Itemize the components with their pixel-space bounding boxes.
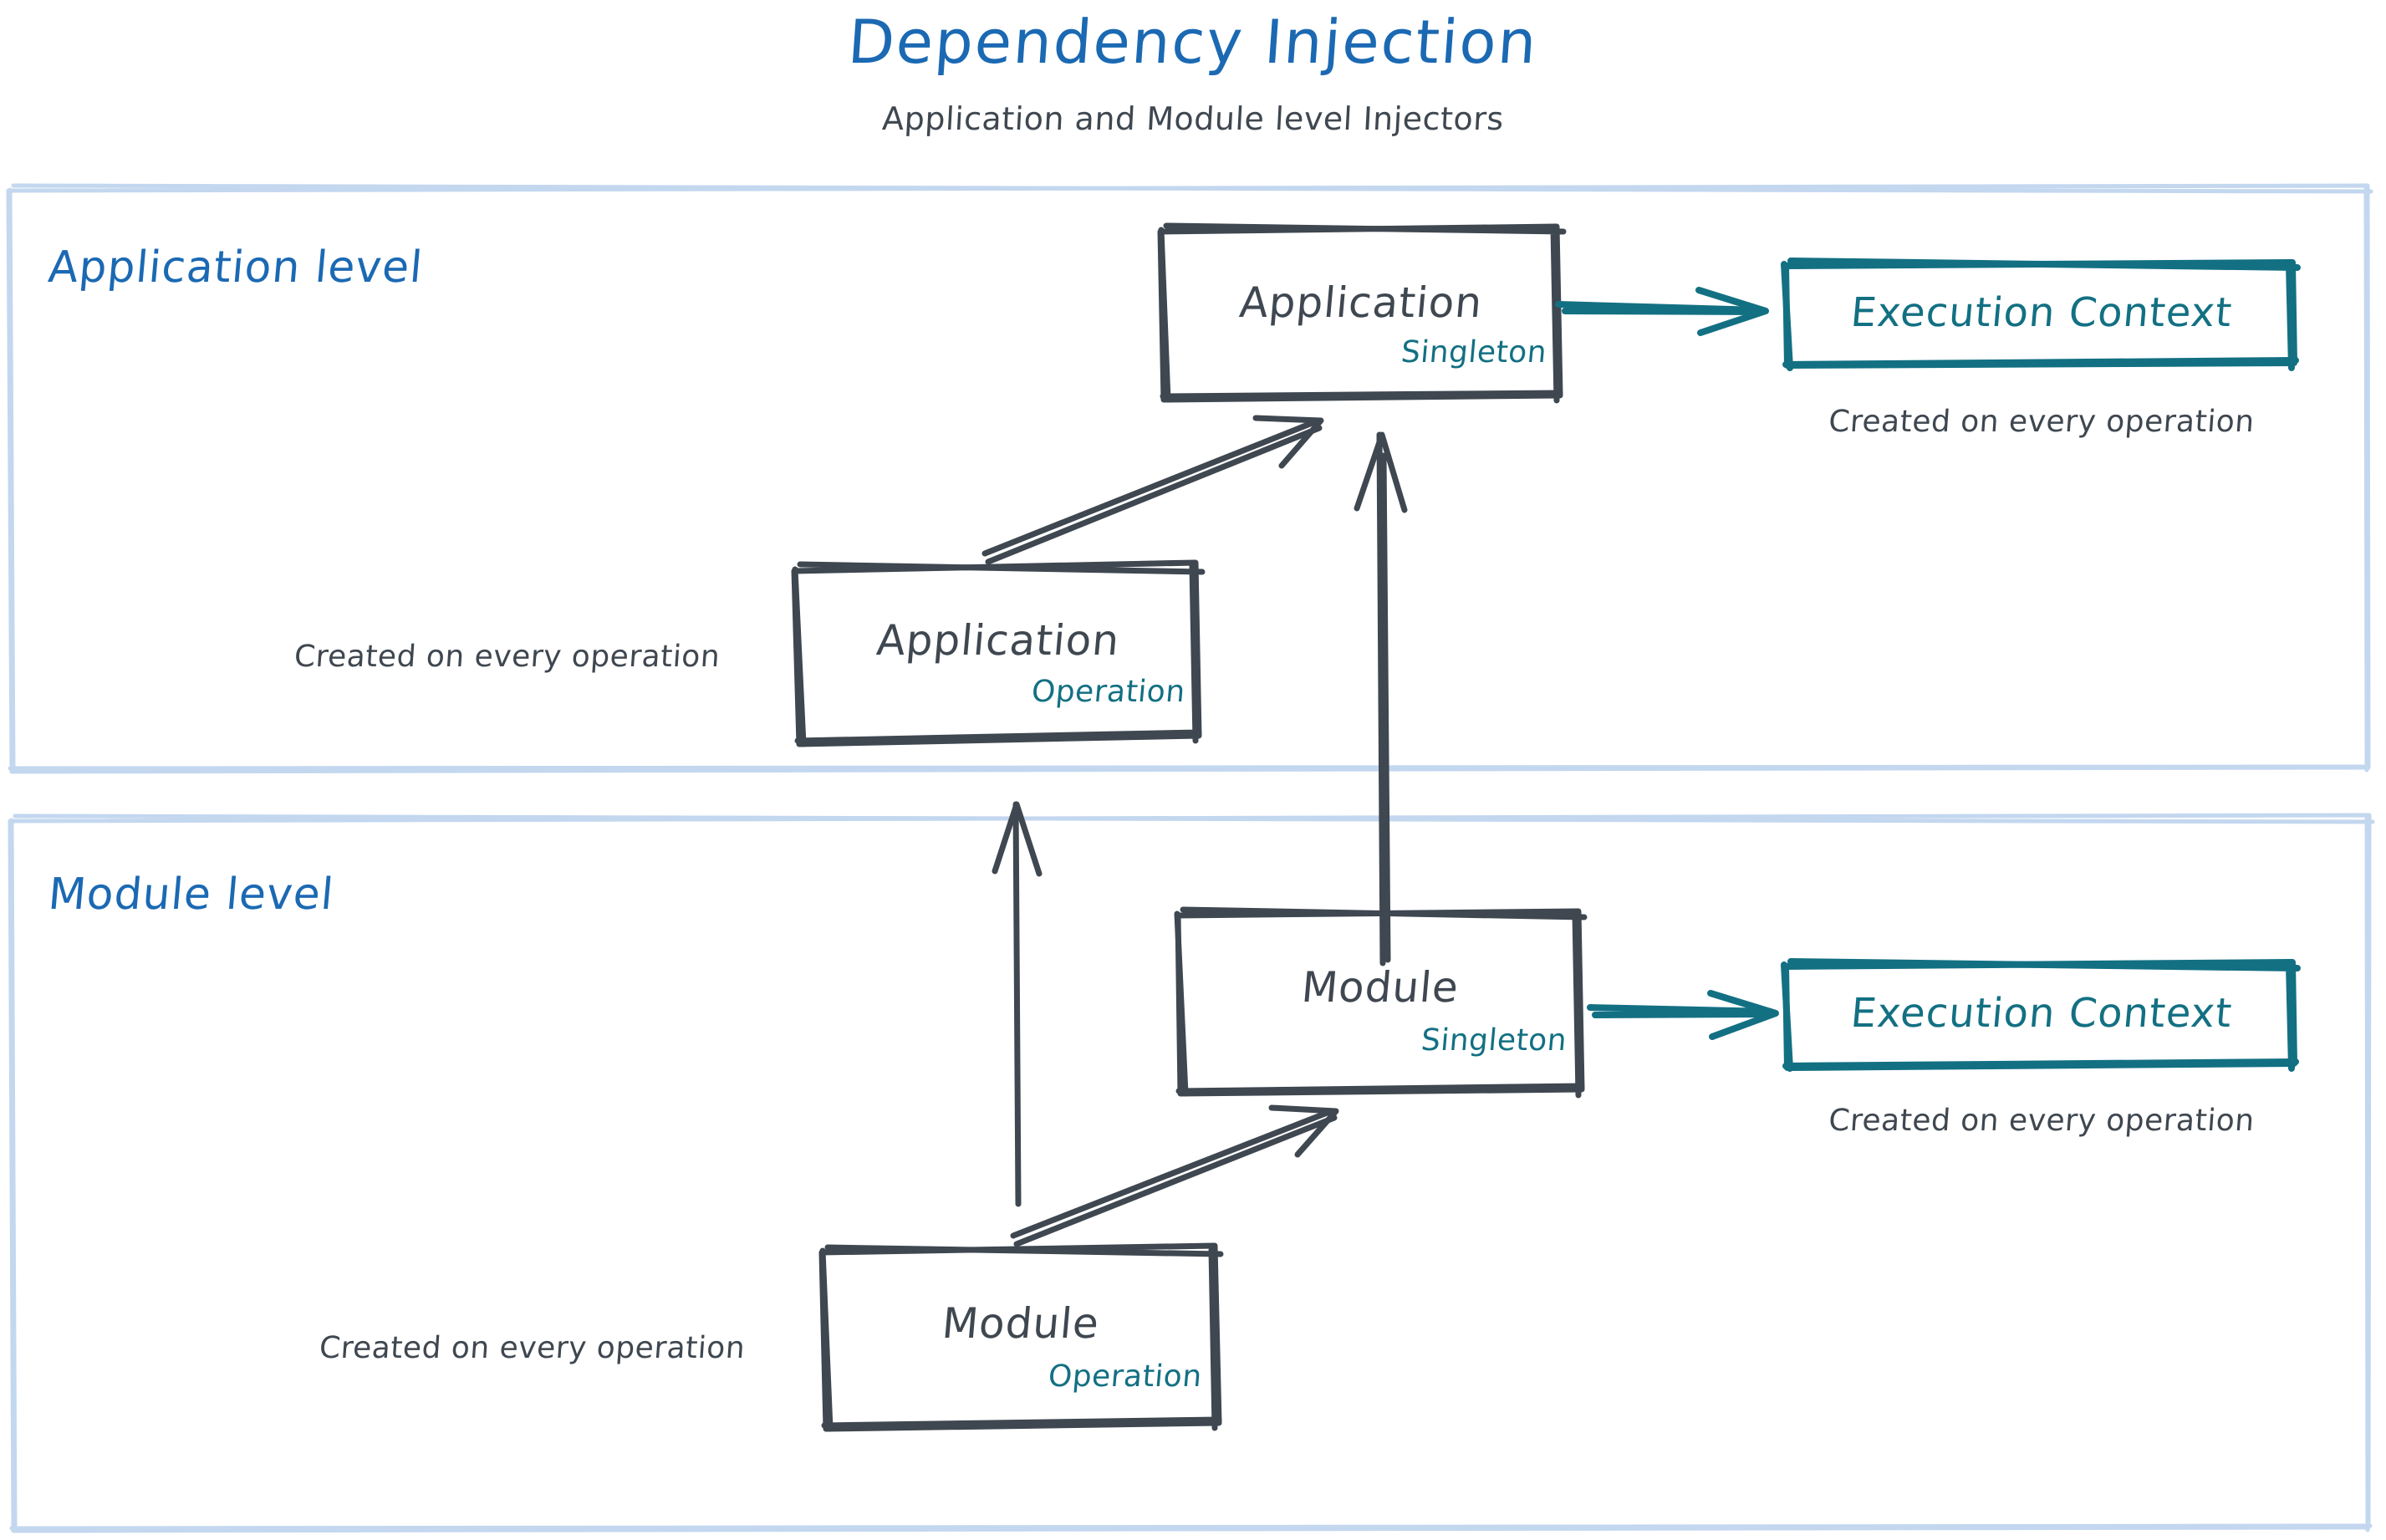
caption-module-execution-context: Created on every operation xyxy=(1827,1104,2256,1138)
node-application-singleton[interactable]: Application Singleton xyxy=(1160,227,1562,402)
node-module-singleton[interactable]: Module Singleton xyxy=(1178,911,1582,1094)
page-title: Dependency Injection xyxy=(845,7,1541,77)
node-application-operation-scope: Operation xyxy=(1030,675,1187,709)
node-module-operation-title: Module xyxy=(940,1299,1101,1348)
page-subtitle: Application and Module level Injectors xyxy=(881,100,1505,137)
node-module-operation-scope: Operation xyxy=(1047,1359,1204,1394)
node-application-singleton-scope: Singleton xyxy=(1399,335,1548,370)
panel-title-module-level: Module level xyxy=(46,869,336,920)
node-module-execution-context[interactable]: Execution Context xyxy=(1786,961,2297,1068)
node-application-execution-context[interactable]: Execution Context xyxy=(1786,261,2297,368)
caption-application-execution-context: Created on every operation xyxy=(1827,405,2256,439)
node-application-singleton-title: Application xyxy=(1237,278,1485,327)
node-application-operation[interactable]: Application Operation xyxy=(794,563,1202,744)
edge-module-singleton-to-app-singleton xyxy=(1354,431,1408,966)
edge-app-singleton-to-execution-context xyxy=(1555,287,1769,336)
node-module-singleton-scope: Singleton xyxy=(1420,1023,1568,1058)
edge-app-operation-to-app-singleton xyxy=(981,415,1324,565)
caption-module-operation: Created on every operation xyxy=(318,1331,747,1365)
edge-module-singleton-to-execution-context xyxy=(1587,990,1779,1040)
node-module-operation[interactable]: Module Operation xyxy=(822,1246,1219,1429)
node-application-execution-context-title: Execution Context xyxy=(1848,289,2235,336)
caption-application-operation: Created on every operation xyxy=(293,640,721,674)
node-module-singleton-title: Module xyxy=(1299,963,1461,1012)
panel-title-application-level: Application level xyxy=(46,242,426,293)
edge-module-operation-to-module-singleton xyxy=(1010,1104,1339,1247)
node-module-execution-context-title: Execution Context xyxy=(1848,990,2235,1037)
node-application-operation-title: Application xyxy=(874,616,1122,665)
edge-module-operation-to-app-operation xyxy=(992,801,1043,1207)
